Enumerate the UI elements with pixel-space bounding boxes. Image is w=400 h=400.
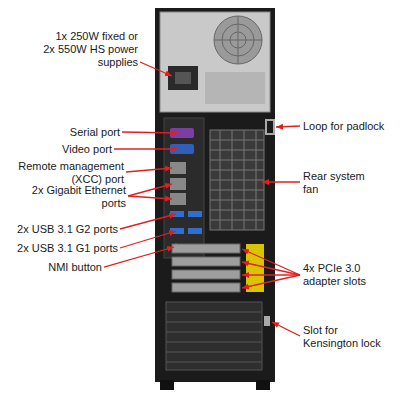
callout-label: 2x USB 3.1 G1 ports bbox=[0, 242, 118, 255]
usb bbox=[170, 211, 184, 217]
foot bbox=[160, 380, 174, 390]
usb bbox=[170, 228, 184, 234]
callout-label: 2x USB 3.1 G2 ports bbox=[0, 223, 118, 236]
psu-area bbox=[160, 12, 270, 112]
bottom-vent bbox=[166, 302, 262, 370]
psu-fan-bar bbox=[238, 16, 239, 64]
padlock-loop bbox=[266, 120, 274, 134]
callout-label: Loop for padlock bbox=[303, 120, 398, 133]
psu-vent bbox=[205, 72, 265, 104]
callout-label: Video port bbox=[2, 143, 112, 156]
pcie-slot-covers bbox=[172, 244, 240, 292]
grille-lines bbox=[210, 130, 264, 230]
foot bbox=[256, 380, 270, 390]
io-panel bbox=[164, 118, 204, 258]
fan-grille bbox=[210, 130, 264, 230]
callout-label: Rear system fan bbox=[303, 170, 378, 196]
usb bbox=[188, 228, 202, 234]
case bbox=[155, 8, 275, 382]
power-inlet-socket bbox=[175, 72, 191, 84]
power-inlet bbox=[168, 66, 198, 90]
callout-label: NMI button bbox=[2, 261, 102, 274]
callout-label: 1x 250W fixed or 2x 550W HS power suppli… bbox=[42, 30, 138, 69]
callout-label: Remote management (XCC) port bbox=[4, 160, 124, 186]
rj45 bbox=[170, 193, 186, 205]
callout-label: Serial port bbox=[10, 126, 120, 139]
callout-label: Slot for Kensington lock bbox=[303, 324, 393, 350]
callout-label: 2x Gigabit Ethernet ports bbox=[16, 184, 126, 210]
rj45 bbox=[170, 178, 186, 190]
psu-fan bbox=[214, 16, 262, 64]
leader-lines bbox=[104, 62, 300, 336]
usb bbox=[188, 211, 202, 217]
vent-lines bbox=[166, 312, 262, 362]
callout-label: 4x PCIe 3.0 adapter slots bbox=[303, 262, 393, 288]
rj45 bbox=[170, 162, 186, 174]
kensington-slot bbox=[264, 316, 270, 326]
